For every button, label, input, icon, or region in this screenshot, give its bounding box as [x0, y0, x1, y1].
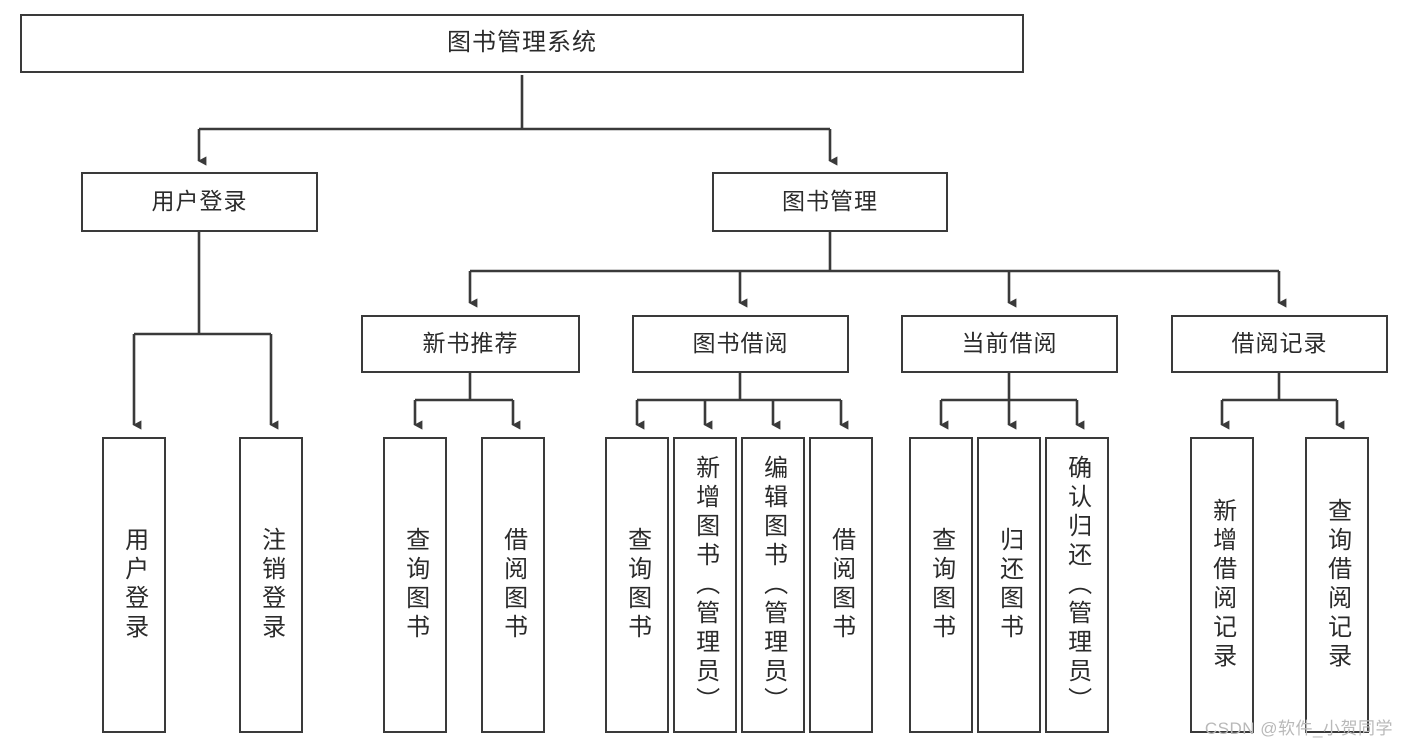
leaf-user-login-signout[interactable]: 注销登录: [239, 437, 303, 733]
node-label: 注销登录: [257, 527, 285, 643]
node-label: 用户登录: [120, 527, 148, 643]
leaf-book-borrow-borrow[interactable]: 借阅图书: [809, 437, 873, 733]
node-label: 查询借阅记录: [1323, 498, 1351, 672]
node-label: 查询图书: [401, 527, 429, 643]
leaf-current-borrow-confirm-return[interactable]: 确认归还（管理员）: [1045, 437, 1109, 733]
node-label: 借阅图书: [827, 527, 855, 643]
node-label: 新增借阅记录: [1208, 498, 1236, 672]
node-label: 归还图书: [995, 527, 1023, 643]
node-label: 用户登录: [151, 188, 248, 215]
leaf-new-book-borrow[interactable]: 借阅图书: [481, 437, 545, 733]
leaf-current-borrow-query[interactable]: 查询图书: [909, 437, 973, 733]
node-user-login[interactable]: 用户登录: [81, 172, 318, 232]
node-label: 新书推荐: [422, 330, 519, 357]
leaf-user-login-signin[interactable]: 用户登录: [102, 437, 166, 733]
node-root-system[interactable]: 图书管理系统: [20, 14, 1024, 73]
leaf-current-borrow-return[interactable]: 归还图书: [977, 437, 1041, 733]
node-label: 查询图书: [927, 527, 955, 643]
node-label: 借阅图书: [499, 527, 527, 643]
node-label: 编辑图书（管理员）: [759, 454, 787, 716]
leaf-borrow-record-add[interactable]: 新增借阅记录: [1190, 437, 1254, 733]
node-label: 确认归还（管理员）: [1063, 454, 1091, 716]
node-label: 当前借阅: [961, 330, 1058, 357]
leaf-book-borrow-query[interactable]: 查询图书: [605, 437, 669, 733]
watermark-text: CSDN @软件_小贺同学: [1204, 719, 1393, 738]
leaf-book-borrow-add[interactable]: 新增图书（管理员）: [673, 437, 737, 733]
node-label: 新增图书（管理员）: [691, 454, 719, 716]
node-label: 图书借阅: [692, 330, 789, 357]
node-label: 借阅记录: [1231, 330, 1328, 357]
node-new-book-recommend[interactable]: 新书推荐: [361, 315, 580, 373]
node-book-management[interactable]: 图书管理: [712, 172, 948, 232]
node-current-borrow[interactable]: 当前借阅: [901, 315, 1118, 373]
node-label: 查询图书: [623, 527, 651, 643]
leaf-borrow-record-query[interactable]: 查询借阅记录: [1305, 437, 1369, 733]
node-label: 图书管理系统: [447, 29, 597, 57]
node-label: 图书管理: [782, 188, 878, 215]
node-book-borrow[interactable]: 图书借阅: [632, 315, 849, 373]
node-borrow-record[interactable]: 借阅记录: [1171, 315, 1388, 373]
leaf-new-book-query[interactable]: 查询图书: [383, 437, 447, 733]
leaf-book-borrow-edit[interactable]: 编辑图书（管理员）: [741, 437, 805, 733]
